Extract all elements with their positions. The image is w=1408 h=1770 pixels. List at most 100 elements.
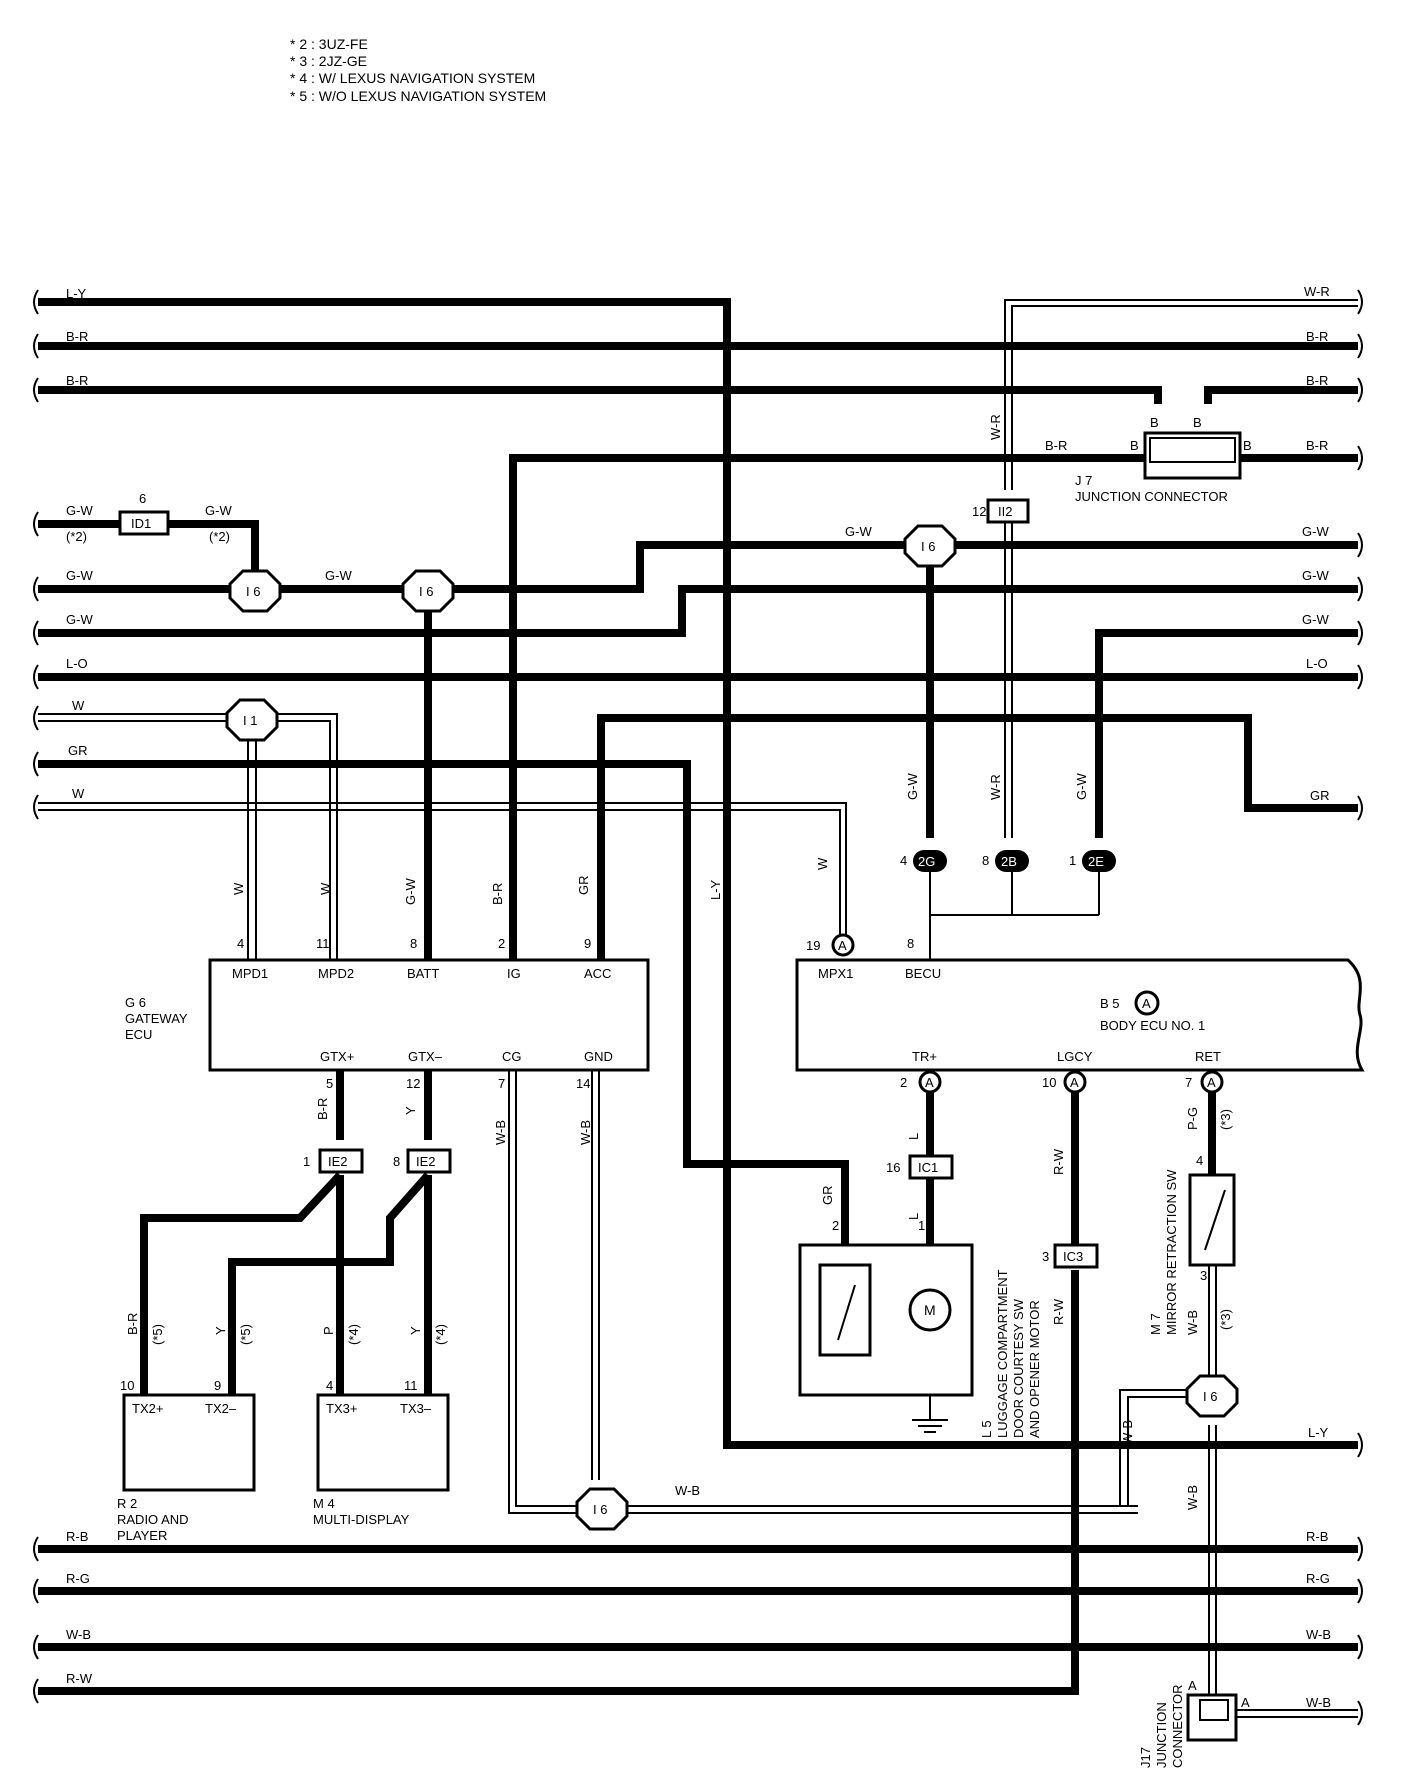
connector-2b: 2B bbox=[995, 850, 1029, 872]
connector-ie2-b bbox=[406, 1148, 452, 1174]
radio-name-1: RADIO AND bbox=[117, 1512, 189, 1527]
gateway-pin-batt: BATT bbox=[407, 966, 439, 981]
note-3: * 3 : 2JZ-GE bbox=[290, 53, 367, 69]
pin-m7-3: 3 bbox=[1200, 1268, 1207, 1283]
radio-pin-tx2m: TX2– bbox=[205, 1401, 237, 1416]
label-wb-right-2: W-B bbox=[1306, 1695, 1331, 1710]
vlabel-y-multi: Y bbox=[408, 1326, 423, 1335]
multi-name: MULTI-DISPLAY bbox=[313, 1512, 410, 1527]
connector-2g-label: 2G bbox=[918, 854, 935, 869]
m7-id: M 7 bbox=[1148, 1313, 1163, 1335]
label-rb-left: R-B bbox=[66, 1529, 88, 1544]
wire-wr-top bbox=[1004, 299, 1358, 490]
pin-gtxp-num: 5 bbox=[326, 1076, 333, 1091]
radio-name-2: PLAYER bbox=[117, 1528, 167, 1543]
note-5: * 5 : W/O LEXUS NAVIGATION SYSTEM bbox=[290, 88, 546, 104]
pin-2b-num: 8 bbox=[982, 853, 989, 868]
vlabel-wb-i6d: W-B bbox=[1120, 1420, 1135, 1445]
vlabel-wb-j17: W-B bbox=[1185, 1485, 1200, 1510]
gateway-pin-mpd2: MPD2 bbox=[318, 966, 354, 981]
motor-label: M bbox=[924, 1302, 936, 1318]
splice-i6-e: I 6 bbox=[575, 1487, 629, 1531]
body-pin-mpx1: MPX1 bbox=[818, 966, 853, 981]
vlabel-wb-gnd: W-B bbox=[578, 1120, 593, 1145]
marker-a-mpx1-label: A bbox=[838, 938, 847, 953]
gateway-pin-mpd1: MPD1 bbox=[232, 966, 268, 981]
wire-ly-top bbox=[38, 298, 1358, 1449]
connector-ic3-label: IC3 bbox=[1063, 1249, 1083, 1264]
wire-acc bbox=[597, 714, 1358, 960]
pin-12-ii2: 12 bbox=[972, 504, 986, 519]
pin-ic1-num: 16 bbox=[886, 1160, 900, 1175]
bus-wires bbox=[38, 298, 1358, 1718]
vlabel-gr-l5: GR bbox=[820, 1186, 835, 1206]
gateway-pin-ig: IG bbox=[507, 966, 521, 981]
body-ecu-name: BODY ECU NO. 1 bbox=[1100, 1018, 1205, 1033]
vlabel-pg-ret: P-G bbox=[1185, 1107, 1200, 1130]
connector-ii2 bbox=[986, 498, 1030, 524]
vlabel-y-radio: Y bbox=[213, 1326, 228, 1335]
multi-display-box bbox=[316, 1393, 450, 1492]
connector-2b-label: 2B bbox=[1001, 854, 1017, 869]
gateway-pin-acc: ACC bbox=[584, 966, 611, 981]
j17-name-2: CONNECTOR bbox=[1170, 1684, 1185, 1768]
wire-wr-top-2 bbox=[1011, 305, 1358, 490]
pin-multi-11: 11 bbox=[404, 1378, 418, 1393]
wire-gw-2 bbox=[38, 541, 1358, 593]
pin-l5-2: 2 bbox=[832, 1218, 839, 1233]
body-ecu-id: B 5 bbox=[1100, 996, 1120, 1011]
a-markers: A A A A A bbox=[831, 933, 1224, 1094]
vlabel-w-mpx1: W bbox=[815, 857, 830, 870]
radio-pin-tx2p: TX2+ bbox=[132, 1401, 163, 1416]
l5-label: L 5 LUGGAGE COMPARTMENT DOOR COURTESY SW… bbox=[979, 1269, 1042, 1438]
splice-i6-b-label: I 6 bbox=[419, 584, 433, 599]
multi-id: M 4 bbox=[313, 1496, 335, 1511]
vlabel-n5-radio-b: (*5) bbox=[238, 1324, 253, 1345]
marker-a-ret: A bbox=[1200, 1070, 1224, 1094]
label-wb-i6e: W-B bbox=[675, 1483, 700, 1498]
vlabel-gw-2e: G-W bbox=[1074, 773, 1089, 800]
label-gw-left-2: G-W bbox=[66, 568, 93, 583]
vlabel-wb-cg: W-B bbox=[493, 1120, 508, 1145]
vlabel-w-mpd2: W bbox=[318, 882, 333, 895]
pin-batt-num: 8 bbox=[410, 936, 417, 951]
wire-br-2 bbox=[38, 386, 1162, 404]
pin-lgcy-num: 10 bbox=[1042, 1075, 1056, 1090]
connector-ie2-a bbox=[318, 1148, 364, 1174]
note-4: * 4 : W/ LEXUS NAVIGATION SYSTEM bbox=[290, 70, 535, 86]
round-connectors: 2G 2B 2E bbox=[913, 850, 1116, 872]
j7-name: JUNCTION CONNECTOR bbox=[1075, 489, 1228, 504]
label-wb-left: W-B bbox=[66, 1627, 91, 1642]
wire-wb-j17-down bbox=[1208, 1425, 1217, 1695]
label-br-j7: B-R bbox=[1045, 438, 1067, 453]
ground-icon bbox=[912, 1410, 948, 1433]
marker-a-b5: A bbox=[1134, 990, 1160, 1016]
gateway-name-1: GATEWAY bbox=[125, 1011, 188, 1026]
pin-j17-a-top: A bbox=[1188, 1678, 1197, 1693]
wire-cg bbox=[508, 1070, 582, 1514]
vlabel-n3-m7: (*3) bbox=[1218, 1309, 1233, 1330]
vlabel-l-ic1-bot: L bbox=[906, 1213, 921, 1220]
label-br-right-3: B-R bbox=[1306, 438, 1328, 453]
m7-label: M 7 MIRROR RETRACTION SW bbox=[1148, 1169, 1179, 1335]
pin-mpd1-num: 4 bbox=[237, 936, 244, 951]
vlabel-gw-batt: G-W bbox=[403, 878, 418, 905]
wire-i6-bottom-wb bbox=[622, 1505, 1138, 1514]
gateway-name-2: ECU bbox=[125, 1027, 152, 1042]
connector-2e-label: 2E bbox=[1088, 854, 1104, 869]
radio-id: R 2 bbox=[117, 1496, 137, 1511]
splice-i1-label: I 1 bbox=[243, 713, 257, 728]
pin-2e-num: 1 bbox=[1069, 853, 1076, 868]
wire-w-1 bbox=[38, 713, 338, 960]
splice-i6-c-label: I 6 bbox=[921, 539, 935, 554]
j17-id: J17 bbox=[1138, 1747, 1153, 1768]
vlabel-wr-2b: W-R bbox=[988, 774, 1003, 800]
note-2: * 2 : 3UZ-FE bbox=[290, 36, 368, 52]
l5-id: L 5 bbox=[979, 1420, 994, 1438]
label-rb-right: R-B bbox=[1306, 1529, 1328, 1544]
label-lo-right: L-O bbox=[1306, 656, 1328, 671]
label-wr-right: W-R bbox=[1304, 284, 1330, 299]
pin-multi-4: 4 bbox=[326, 1378, 333, 1393]
label-gw-left-3: G-W bbox=[66, 612, 93, 627]
